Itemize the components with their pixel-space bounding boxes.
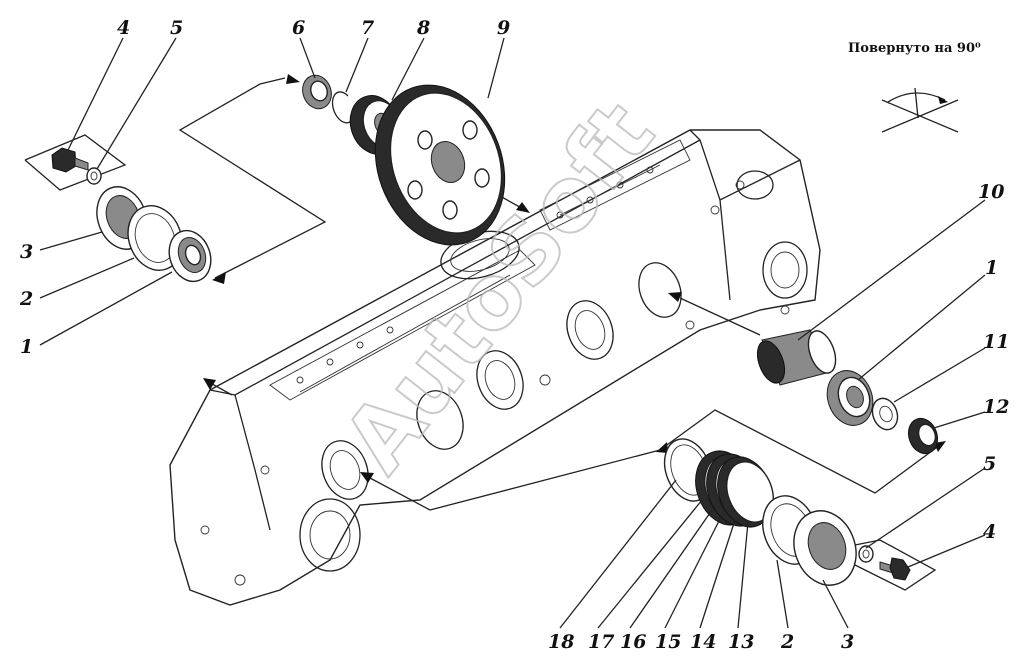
- rotation-symbol: [881, 87, 959, 133]
- callout-1-left: 1: [20, 336, 33, 358]
- nut-12: [907, 417, 939, 455]
- callout-3-left: 3: [20, 241, 33, 263]
- bearing-1-right: [826, 370, 874, 426]
- callout-16: 16: [620, 631, 646, 653]
- callout-3-bottom: 3: [841, 631, 854, 653]
- gasket-2-left: [127, 205, 183, 271]
- callout-11: 11: [983, 331, 1009, 353]
- lock-washer-11: [871, 397, 899, 431]
- shaft-10: [756, 329, 837, 386]
- callout-15: 15: [655, 631, 681, 653]
- seal-stack-13-17: [695, 450, 774, 528]
- callout-14: 14: [690, 631, 716, 653]
- rotation-caption: Повернуто на 90⁰: [848, 41, 981, 56]
- callout-2-bottom: 2: [780, 631, 794, 653]
- bolt-4-top: [51, 147, 89, 173]
- callout-8: 8: [416, 17, 430, 39]
- callout-18: 18: [548, 631, 574, 653]
- gearbox-housing: [169, 129, 821, 606]
- callout-17: 17: [588, 631, 614, 653]
- washer-5-right: [858, 545, 874, 563]
- cover-3-bottom: [793, 510, 857, 586]
- callout-5-right: 5: [983, 453, 996, 475]
- callout-2-left: 2: [19, 288, 33, 310]
- callout-12: 12: [983, 396, 1009, 418]
- gear-9: [374, 84, 506, 246]
- leader-lines: [39, 37, 986, 629]
- bearing-1-left: [168, 229, 212, 283]
- snap-ring-7: [331, 91, 353, 124]
- callout-1-right: 1: [985, 257, 998, 279]
- callout-5-top: 5: [170, 17, 183, 39]
- assembly-lines: [24, 74, 946, 591]
- callout-7: 7: [361, 17, 374, 39]
- callout-13: 13: [728, 631, 754, 653]
- callout-4-right: 4: [983, 521, 996, 543]
- bearing-6: [302, 74, 332, 110]
- callout-9: 9: [497, 17, 510, 39]
- washer-5-top: [86, 167, 102, 185]
- callout-10: 10: [978, 181, 1004, 203]
- callout-6: 6: [292, 17, 305, 39]
- bolt-4-right: [879, 557, 911, 581]
- callout-4-top: 4: [117, 17, 130, 39]
- callout-numbers: 4 5 6 7 8 9 3 2 1 10 1 11 12 5 4 18 17 1…: [19, 17, 1009, 653]
